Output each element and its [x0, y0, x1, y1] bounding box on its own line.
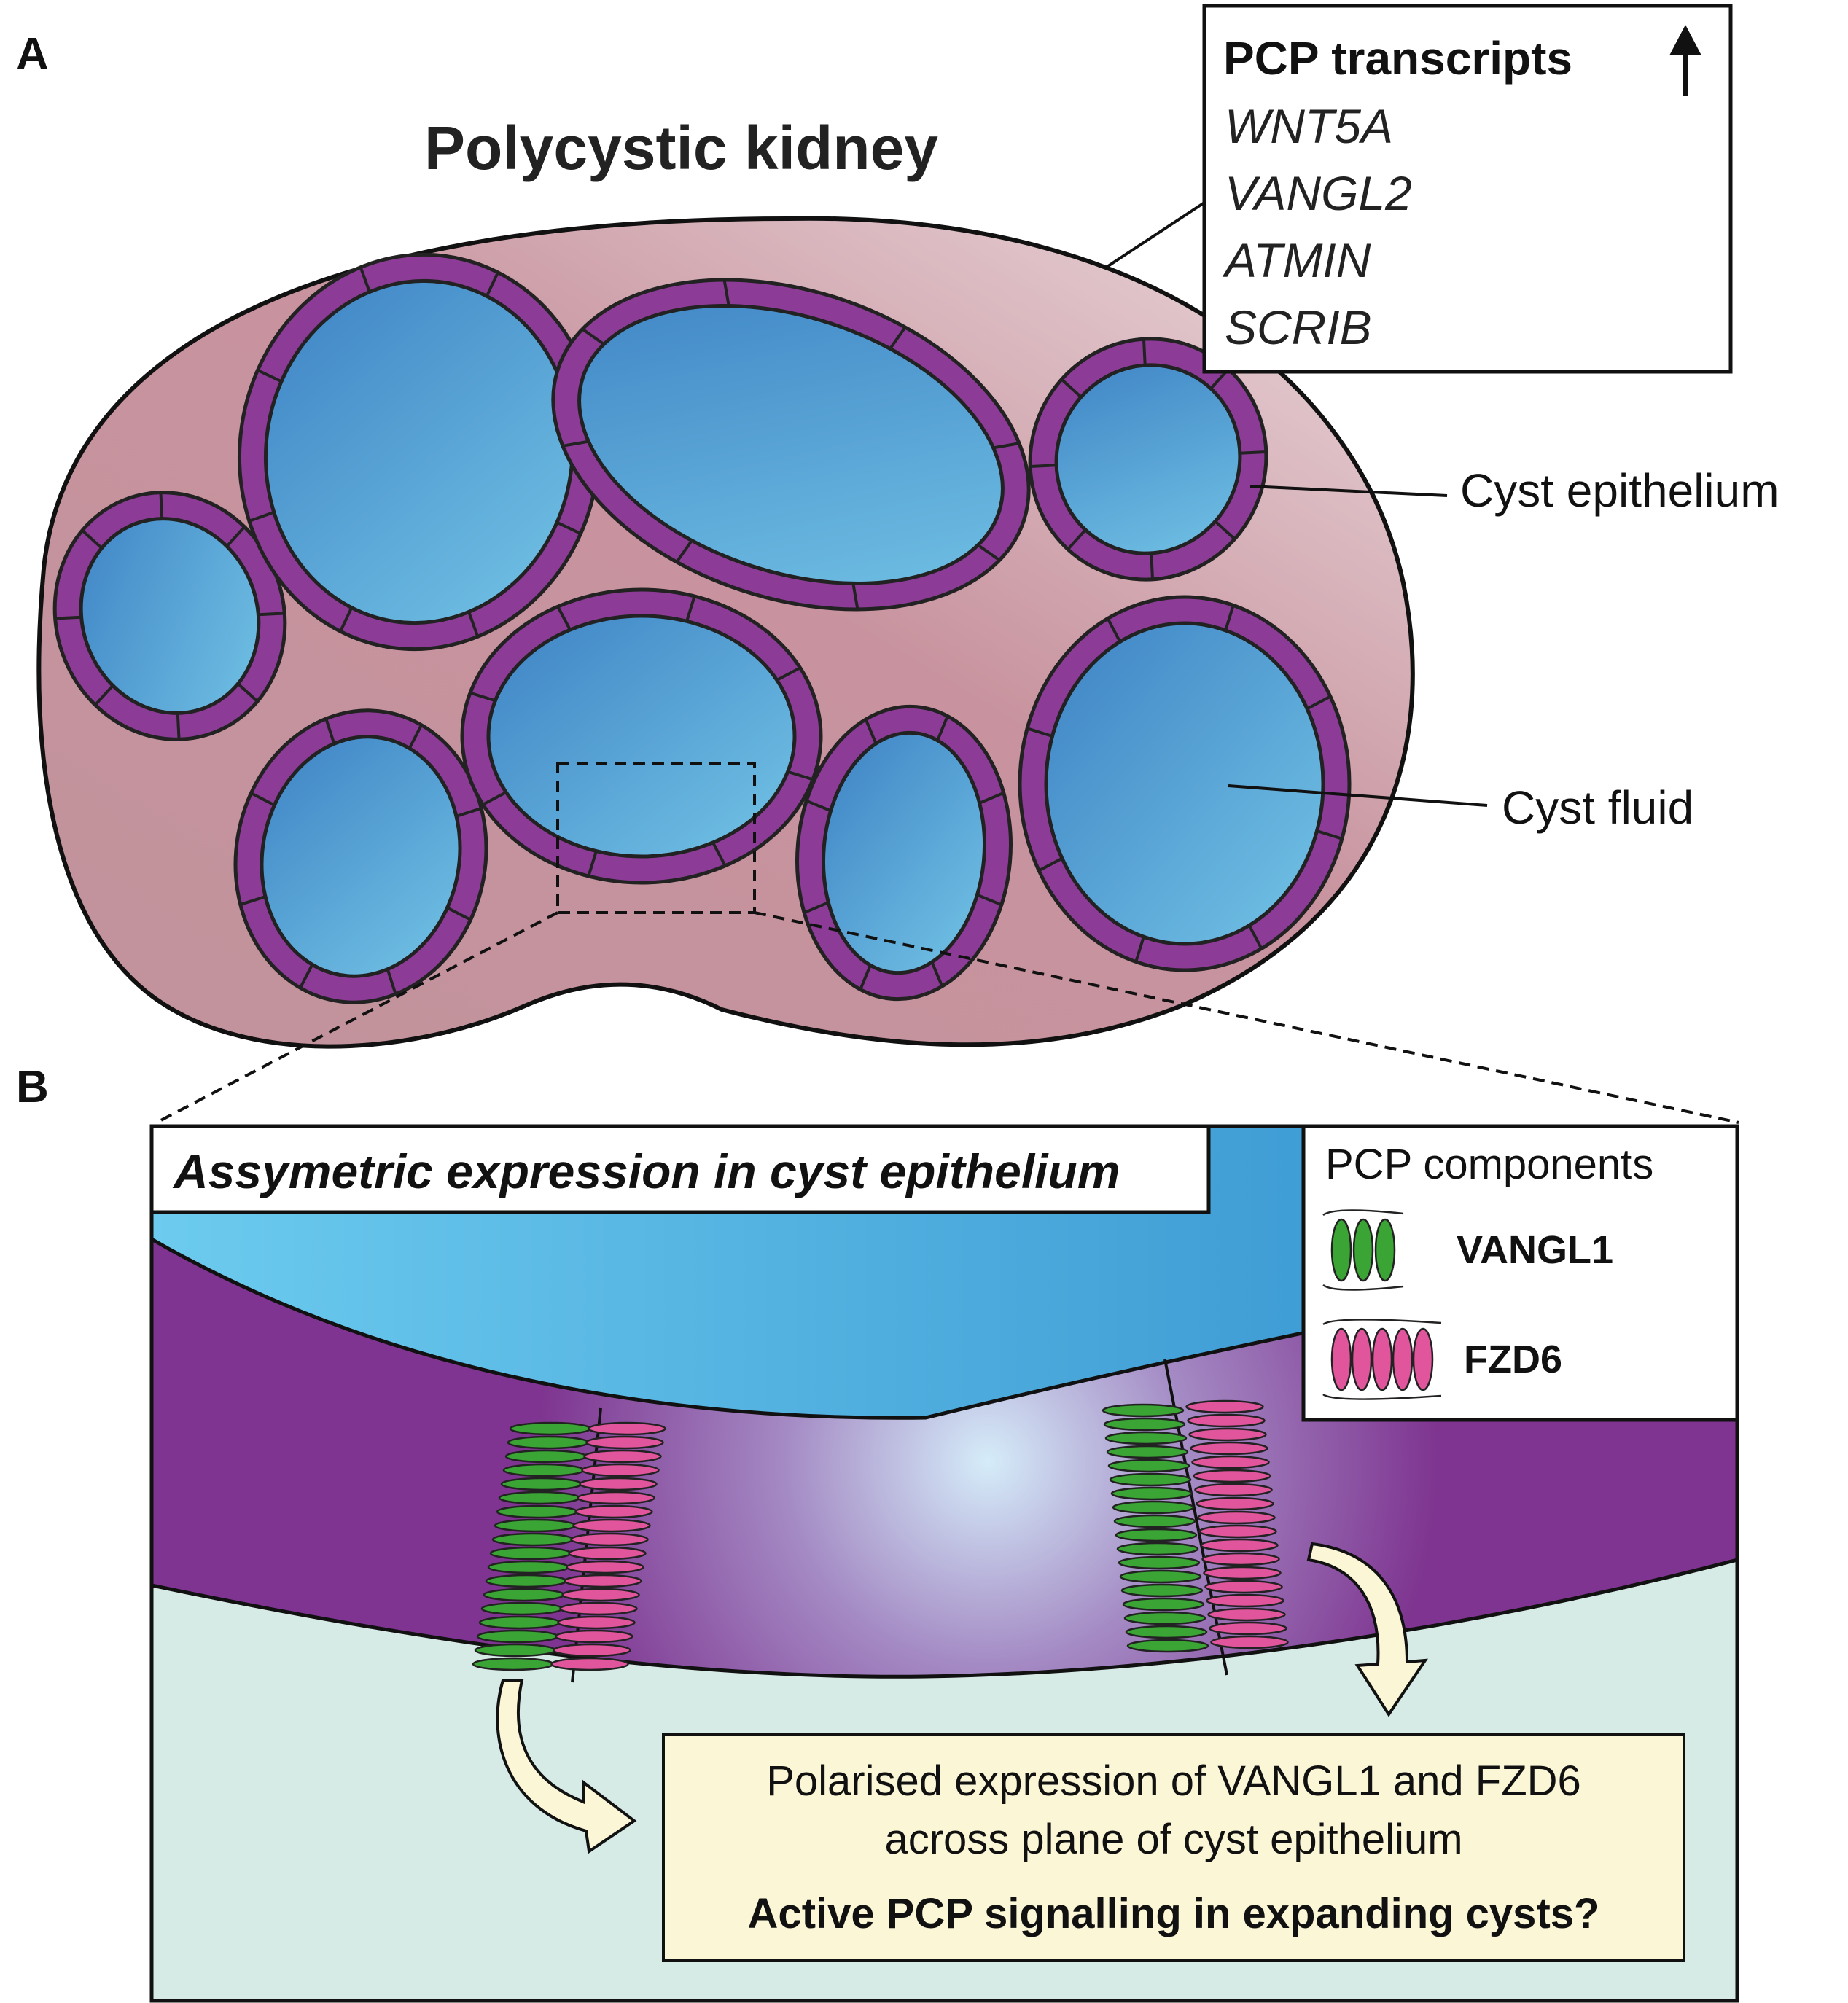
vangl1-stack-left	[472, 1421, 592, 1671]
epithelium-leader	[1249, 485, 1448, 497]
vangl1-stack-right	[1102, 1403, 1209, 1653]
cyst-3	[551, 278, 1031, 612]
pcp-legend: PCP components VANGL1 FZD6	[1301, 1124, 1739, 1422]
fzd6-stack-left	[550, 1421, 666, 1671]
fzd6-glyph	[1322, 1319, 1442, 1400]
legend-fzd6-label: FZD6	[1464, 1338, 1562, 1381]
panel-a-letter: A	[16, 29, 49, 79]
gene-1: VANGL2	[1225, 166, 1412, 220]
cyst-6	[460, 587, 823, 885]
cyst-4	[1028, 337, 1268, 582]
conclusion-line-3: Active PCP signalling in expanding cysts…	[748, 1890, 1600, 1937]
cyst-8	[1018, 595, 1352, 972]
panel-b-title: Assymetric expression in cyst epithelium	[172, 1144, 1120, 1198]
pcp-legend-heading: PCP components	[1325, 1141, 1653, 1188]
cyst-5	[233, 708, 488, 1004]
epithelium-label: Cyst epithelium	[1460, 464, 1779, 517]
gene-3: SCRIB	[1225, 300, 1372, 354]
fluid-label: Cyst fluid	[1502, 781, 1693, 834]
vangl1-glyph	[1322, 1209, 1404, 1291]
fzd6-stack-right	[1185, 1399, 1289, 1649]
kidney-title: Polycystic kidney	[424, 114, 938, 182]
cyst-2	[237, 252, 601, 652]
curved-arrow-right	[1306, 1542, 1428, 1717]
cyst-1	[52, 491, 287, 741]
panel-b-title-box: Assymetric expression in cyst epithelium	[149, 1124, 1211, 1214]
transcripts-heading: PCP transcripts	[1223, 32, 1572, 85]
fluid-leader	[1228, 784, 1488, 807]
gene-0: WNT5A	[1225, 99, 1393, 153]
up-arrow-icon	[1669, 25, 1701, 96]
cyst-7	[795, 704, 1013, 1002]
panel-b-letter: B	[16, 1062, 49, 1112]
conclusion-line-1: Polarised expression of VANGL1 and FZD6	[766, 1757, 1581, 1805]
legend-vangl1-label: VANGL1	[1457, 1228, 1613, 1272]
curved-arrow-left	[496, 1679, 637, 1854]
cysts-group	[52, 252, 1352, 1004]
conclusion-box: Polarised expression of VANGL1 and FZD6 …	[662, 1733, 1685, 1962]
zoom-line-right	[754, 911, 1739, 1124]
transcripts-box: PCP transcripts WNT5A VANGL2 ATMIN SCRIB	[1104, 4, 1733, 374]
gene-2: ATMIN	[1222, 233, 1371, 287]
zoom-box	[556, 762, 756, 914]
protein-stacks	[472, 1399, 1289, 1671]
conclusion-line-2: across plane of cyst epithelium	[884, 1816, 1462, 1863]
